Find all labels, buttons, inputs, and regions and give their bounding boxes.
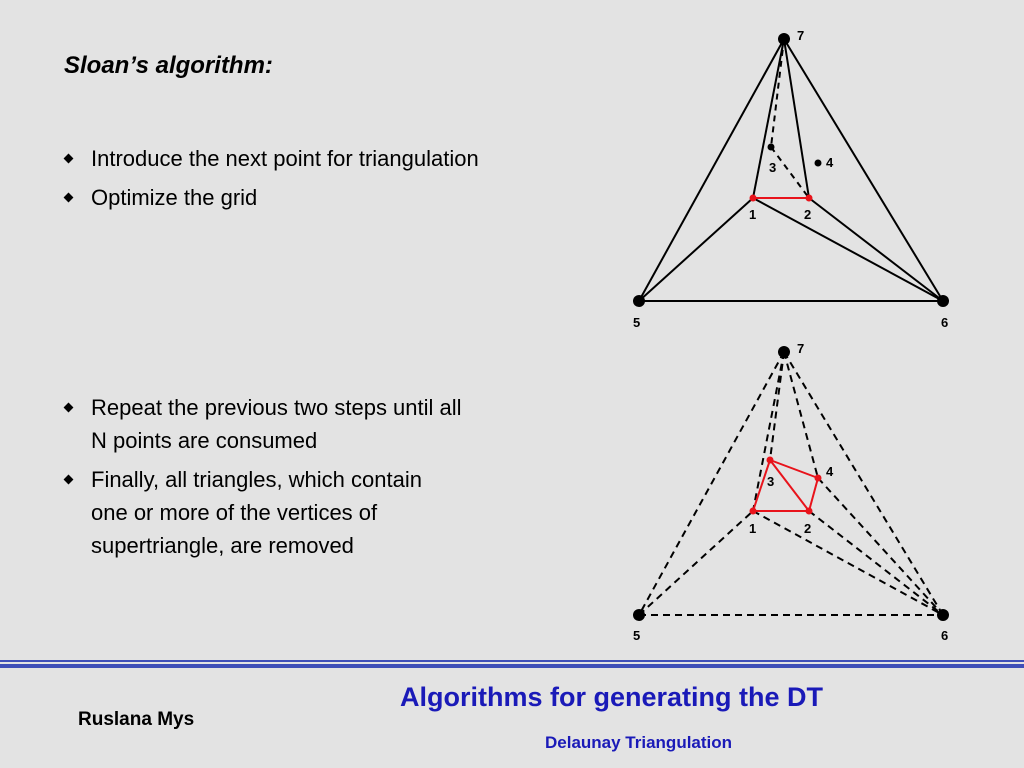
label-6: 6 [941,315,948,330]
dashed-edge-7-4 [783,351,819,479]
label-1: 1 [749,207,756,222]
label-4: 4 [826,464,834,479]
dashed-edge-5-1 [638,510,754,616]
point-4 [814,159,822,167]
edge-7-5 [638,38,785,302]
point-4 [814,474,822,482]
label-7: 7 [797,28,804,43]
footer-divider [0,664,1024,668]
label-3: 3 [767,474,774,489]
edge-7-2 [783,38,810,199]
point-3 [767,143,775,151]
point-2 [805,194,813,202]
footer-divider [0,660,1024,662]
highlight-edge-3-2 [769,459,810,512]
point-1 [749,194,757,202]
diagram-bottom: 7 3 4 1 2 5 6 [633,341,949,643]
bullet-item: Repeat the previous two steps until all … [62,391,462,457]
point-2 [805,507,813,515]
bullet-item: Finally, all triangles, which contain on… [62,463,462,562]
footer-title: Algorithms for generating the DT [400,682,824,712]
bullet-text-line: N points are consumed [91,428,318,453]
dashed-edge-7-6 [783,351,944,616]
bullet-list-bottom: Repeat the previous two steps until all … [62,391,462,568]
label-6: 6 [941,628,948,643]
edge-2-6 [808,197,944,302]
dashed-edge-2-6 [808,510,944,616]
bullet-text-line: Repeat the previous two steps until all [91,395,462,420]
vertex-5 [633,295,645,307]
bullet-text-line: supertriangle, are removed [91,533,354,558]
dashed-edge-7-5 [638,351,785,616]
highlight-edge-4-2 [808,477,819,512]
point-3 [766,456,774,464]
vertex-7 [778,346,790,358]
bullet-text-line: Finally, all triangles, which contain [91,467,422,492]
bullet-item: Optimize the grid [62,181,479,214]
highlight-edge-1-3 [752,459,771,512]
dashed-edge-7-3 [770,38,785,148]
dashed-edge-4-6 [817,477,944,616]
triangulation-diagrams: 7 3 4 1 2 5 6 [633,28,949,643]
point-1 [749,507,757,515]
label-2: 2 [804,521,811,536]
dashed-edge-1-6 [752,510,944,616]
dashed-edge-7-3 [769,351,785,461]
label-1: 1 [749,521,756,536]
diagram-top: 7 3 4 1 2 5 6 [633,28,949,330]
label-5: 5 [633,315,640,330]
label-3: 3 [769,160,776,175]
bullet-list-top: Introduce the next point for triangulati… [62,142,479,220]
dashed-edge-3-2 [770,146,810,199]
bullet-item: Introduce the next point for triangulati… [62,142,479,175]
vertex-6 [937,609,949,621]
bullet-text-line: one or more of the vertices of [91,500,378,525]
edge-5-1 [638,197,754,302]
edge-1-6 [752,197,944,302]
label-2: 2 [804,207,811,222]
edge-7-1 [752,38,785,199]
vertex-7 [778,33,790,45]
slide-title: Sloan’s algorithm: [64,52,273,79]
vertex-6 [937,295,949,307]
label-5: 5 [633,628,640,643]
footer-author: Ruslana Mys [78,709,195,730]
highlight-edge-3-4 [769,459,819,479]
edge-7-6 [783,38,944,302]
label-4: 4 [826,155,834,170]
bullet-text: Introduce the next point for triangulati… [91,146,479,171]
dashed-edge-7-1 [752,351,785,512]
bullet-text: Optimize the grid [91,185,258,210]
vertex-5 [633,609,645,621]
footer-subtitle: Delaunay Triangulation [545,733,733,752]
label-7: 7 [797,341,804,356]
